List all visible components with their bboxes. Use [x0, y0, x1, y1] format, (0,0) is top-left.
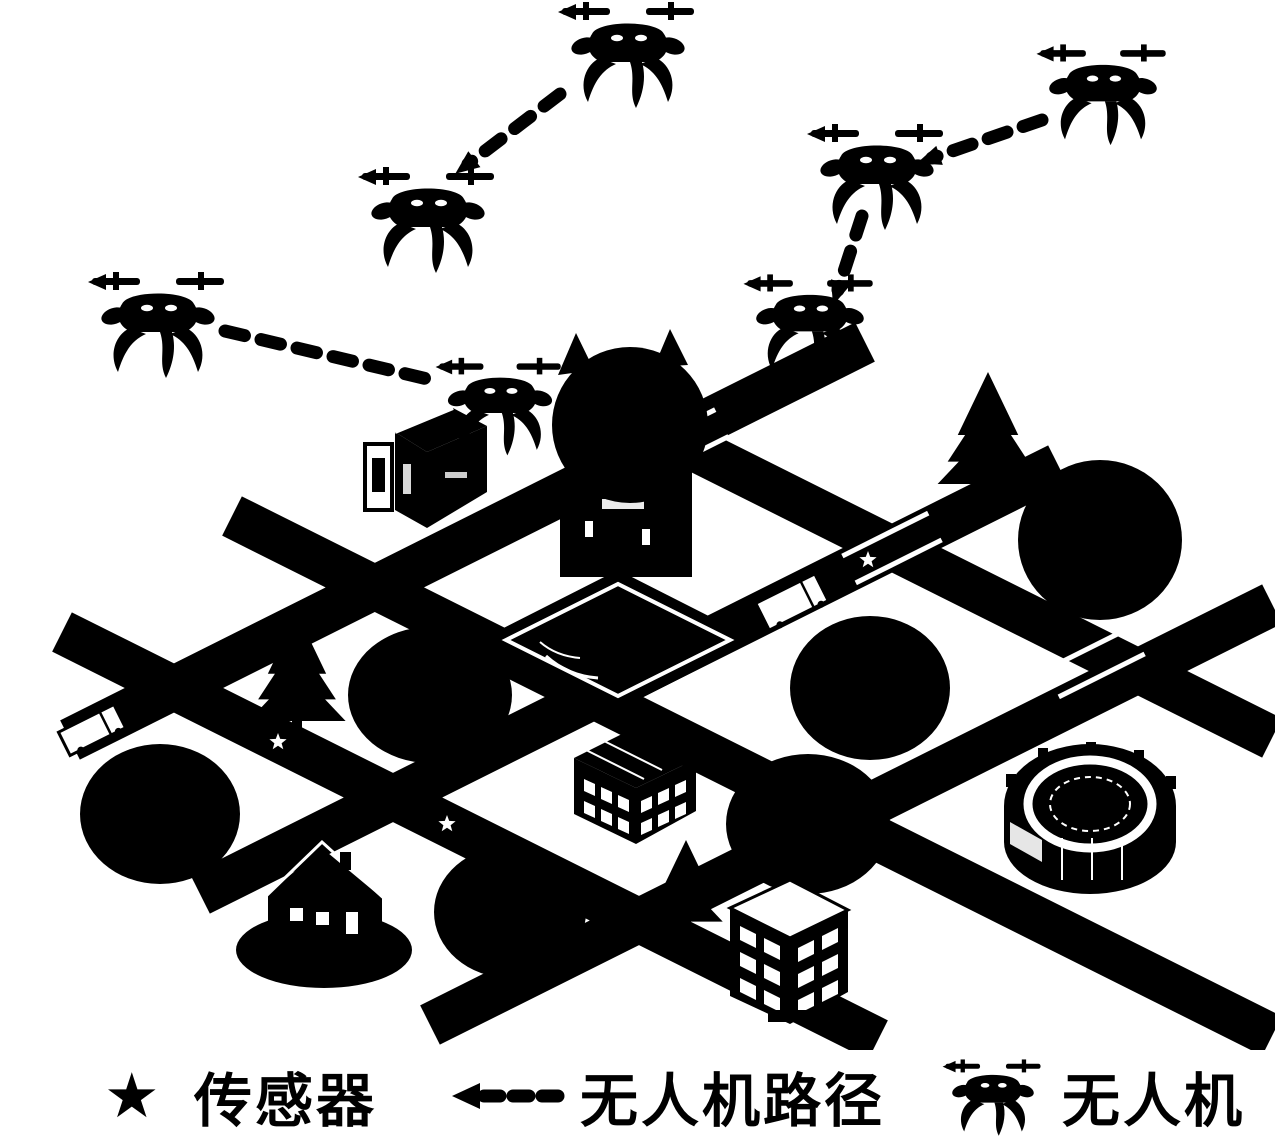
- drone: [558, 2, 694, 108]
- dark-zone: [790, 616, 950, 760]
- legend-item-sensor: ★: [104, 1056, 160, 1136]
- plaza-block: [480, 570, 756, 710]
- legend-sensor-label: 传感器: [194, 1054, 377, 1138]
- uav-path: [225, 331, 436, 381]
- legend-sensor-label-wrap: 传感器: [194, 1056, 377, 1136]
- drone-icon: [934, 1056, 1052, 1136]
- legend-path-label: 无人机路径: [580, 1054, 885, 1138]
- dark-zone: [348, 627, 512, 763]
- uav-path: [932, 120, 1042, 158]
- dark-zone: [80, 744, 240, 884]
- dashed-arrow-icon: [450, 1076, 570, 1116]
- dome: [552, 347, 708, 503]
- drone-icon-glyph: [943, 1059, 1041, 1135]
- legend-item-drone: [934, 1056, 1052, 1136]
- dark-zone: [726, 754, 890, 894]
- dark-zone: [1018, 460, 1182, 620]
- stadium: [1004, 742, 1176, 894]
- legend: ★ 传感器 无人机路径 无人机: [0, 1056, 1275, 1136]
- drone: [1037, 44, 1166, 145]
- central-plaza: [480, 570, 756, 710]
- drone: [88, 272, 224, 378]
- uav-path: [468, 94, 560, 164]
- legend-drone-label-wrap: 无人机: [1062, 1056, 1245, 1136]
- drone: [358, 167, 494, 273]
- city-uav-map: [0, 0, 1275, 1050]
- star-icon: ★: [104, 1056, 160, 1136]
- central-tower: [552, 329, 708, 577]
- legend-path-label-wrap: 无人机路径: [580, 1056, 885, 1136]
- dark-zone: [434, 846, 586, 978]
- legend-item-path: [450, 1056, 570, 1136]
- drone: [807, 124, 943, 230]
- legend-drone-label: 无人机: [1062, 1054, 1245, 1138]
